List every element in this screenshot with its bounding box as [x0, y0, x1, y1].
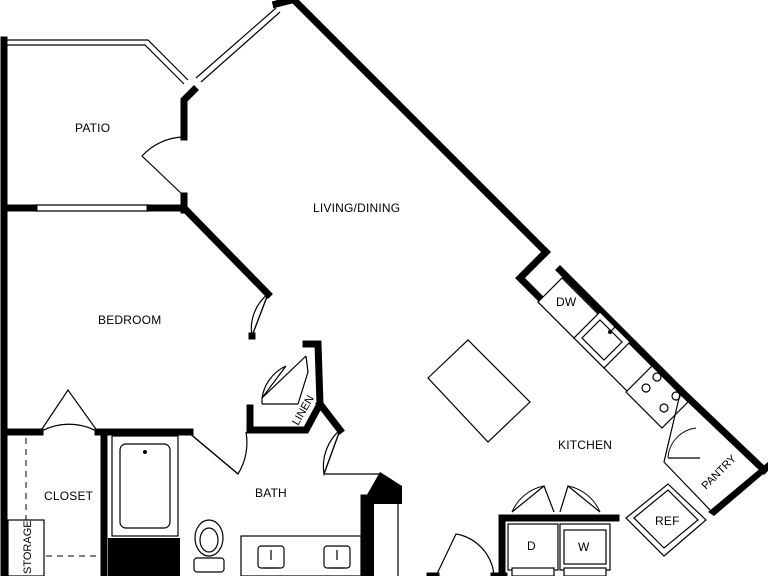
- dishwasher-label: DW: [556, 295, 577, 309]
- dryer-label: D: [527, 539, 536, 553]
- laundry-closet: [498, 484, 620, 576]
- bathtub: [108, 435, 180, 576]
- kitchen-sink: [573, 311, 631, 369]
- room-label-patio: PATIO: [75, 121, 110, 135]
- bath-door[interactable]: [180, 428, 248, 475]
- refrigerator: REF: [625, 483, 707, 557]
- bedroom-living-wall: [179, 203, 273, 340]
- kitchen-island: [427, 339, 531, 443]
- room-label-bath: BATH: [255, 486, 287, 500]
- washer: W: [559, 523, 611, 576]
- bath-partition: [360, 472, 402, 576]
- entry-door[interactable]: [426, 533, 508, 576]
- patio-railing: [6, 39, 189, 85]
- patio-sliding-door: [195, 7, 281, 83]
- room-label-closet: CLOSET: [44, 489, 94, 503]
- hall-walls: [315, 399, 380, 477]
- room-label-storage: STORAGE: [22, 520, 34, 574]
- linen-closet: LINEN: [246, 340, 324, 434]
- patio-door[interactable]: [141, 136, 185, 197]
- dryer: D: [507, 523, 559, 576]
- room-label-bedroom: BEDROOM: [98, 313, 161, 327]
- pantry-label: PANTRY: [700, 452, 740, 492]
- room-label-living-dining: LIVING/DINING: [313, 201, 400, 215]
- bedroom-window: [0, 192, 188, 214]
- toilet: [193, 519, 225, 573]
- room-label-kitchen: KITCHEN: [558, 438, 612, 452]
- bath-vanity: [240, 535, 362, 576]
- washer-label: W: [578, 540, 590, 554]
- closet-walls: [0, 388, 188, 576]
- refrigerator-label: REF: [655, 514, 680, 528]
